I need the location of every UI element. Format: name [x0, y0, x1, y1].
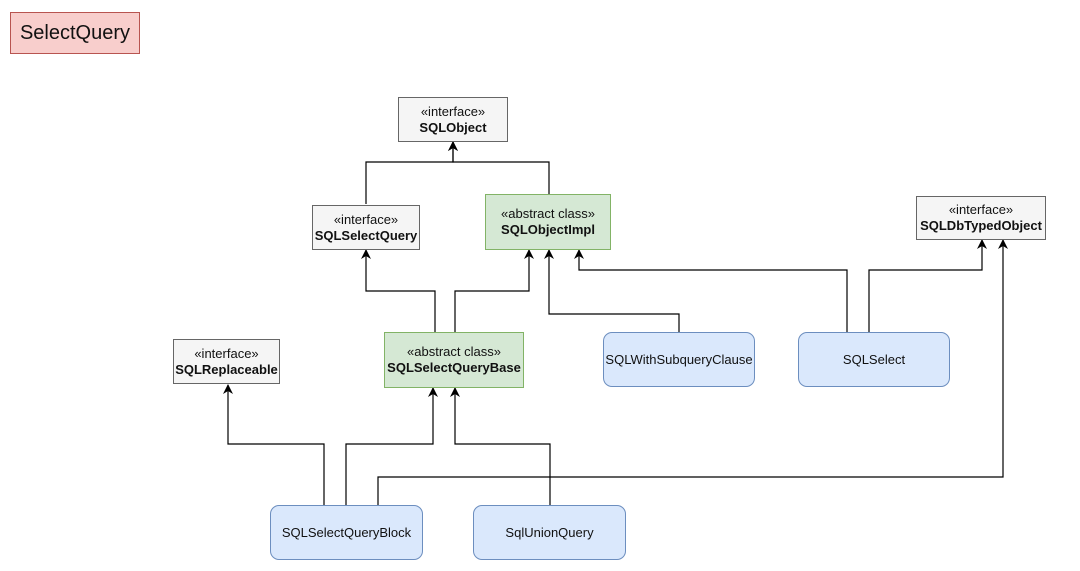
node-sql-object-impl[interactable]: «abstract class» SQLObjectImpl	[485, 194, 611, 250]
edge-unionquery-to-querybase	[450, 387, 551, 505]
node-stereotype: «interface»	[420, 103, 486, 119]
node-name: SQLWithSubqueryClause	[605, 351, 753, 367]
edge-select-to-dbtyped	[868, 239, 987, 332]
node-stereotype: «interface»	[948, 202, 1014, 217]
node-sql-object[interactable]: «interface» SQLObject	[398, 97, 508, 142]
edge-select-to-objectimpl	[574, 249, 848, 332]
node-name: SQLObjectImpl	[501, 222, 595, 237]
node-sql-select-query-block[interactable]: SQLSelectQueryBlock	[270, 505, 423, 560]
node-stereotype: «interface»	[194, 345, 259, 361]
node-name: SQLDbTypedObject	[920, 218, 1042, 233]
edge-withsubquery-to-objectimpl	[544, 249, 680, 332]
node-name: SQLReplaceable	[175, 361, 278, 377]
node-name: SQLSelect	[842, 351, 906, 367]
node-stereotype: «abstract class»	[501, 206, 595, 221]
edge-selectquery-to-sqlobject	[365, 141, 458, 204]
edge-objectimpl-to-sqlobject	[448, 141, 550, 194]
node-sql-db-typed-object[interactable]: «interface» SQLDbTypedObject	[916, 196, 1046, 240]
node-sql-union-query[interactable]: SqlUnionQuery	[473, 505, 626, 560]
node-name: SQLSelectQueryBase	[387, 360, 521, 375]
node-sql-select-query[interactable]: «interface» SQLSelectQuery	[312, 205, 420, 250]
node-stereotype: «interface»	[333, 211, 399, 227]
node-sql-select[interactable]: SQLSelect	[798, 332, 950, 387]
node-sql-select-query-base[interactable]: «abstract class» SQLSelectQueryBase	[384, 332, 524, 388]
node-name: SQLSelectQueryBlock	[281, 524, 412, 540]
edge-querybase-to-objectimpl	[454, 249, 534, 332]
edge-queryblock-to-replaceable	[223, 384, 325, 505]
edge-queryblock-to-querybase	[345, 387, 438, 505]
node-sql-replaceable[interactable]: «interface» SQLReplaceable	[173, 339, 280, 384]
node-name: SQLSelectQuery	[314, 227, 418, 243]
node-name: SqlUnionQuery	[505, 524, 594, 540]
node-stereotype: «abstract class»	[407, 344, 501, 359]
edge-queryblock-to-dbtyped	[377, 239, 1008, 505]
node-name: SQLObject	[419, 119, 487, 135]
diagram-title: SelectQuery	[10, 12, 140, 54]
edge-querybase-to-selectquery	[361, 249, 436, 332]
node-sql-with-subquery-clause[interactable]: SQLWithSubqueryClause	[603, 332, 755, 387]
